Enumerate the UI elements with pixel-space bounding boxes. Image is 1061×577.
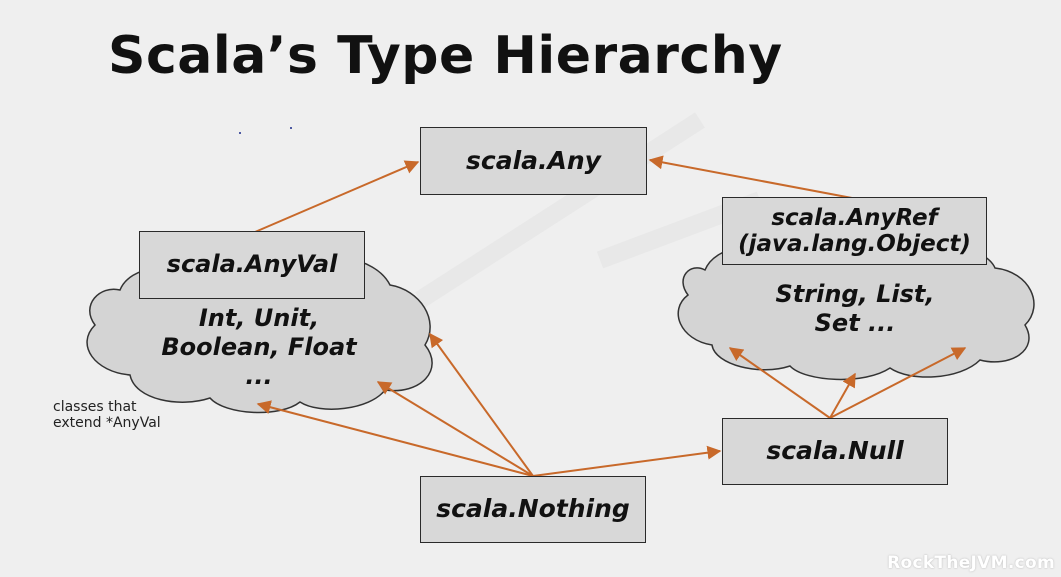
arrow-anyref-to-any — [648, 155, 853, 199]
node-scala-anyval: scala.AnyVal — [139, 231, 365, 299]
node-scala-null: scala.Null — [722, 418, 948, 485]
arrow-nothing-to-anyval-2 — [376, 381, 534, 477]
anyref-cloud-line: Set ... — [814, 308, 896, 337]
anyval-cloud-line: ... — [245, 361, 273, 390]
node-scala-anyref-label: scala.AnyRef — [771, 204, 938, 231]
arrow-null-to-anyref-3 — [829, 347, 967, 419]
anyref-cloud-text: String, List, Set ... — [740, 280, 970, 338]
arrows — [254, 155, 967, 477]
anyval-cloud-line: Boolean, Float — [161, 332, 357, 361]
anyval-note-line: classes that — [53, 399, 137, 415]
node-scala-any-label: scala.Any — [466, 145, 601, 175]
arrow-nothing-to-anyval-1 — [256, 400, 534, 477]
anyval-cloud-line: Int, Unit, — [198, 304, 320, 332]
watermark: RockTheJVM.com — [887, 553, 1055, 573]
arrow-null-to-anyref-1 — [728, 347, 831, 419]
arrow-nothing-to-anyval-3 — [429, 332, 534, 477]
node-scala-anyref: scala.AnyRef (java.lang.Object) — [722, 197, 987, 265]
arrow-nothing-to-null — [532, 445, 722, 477]
node-scala-nothing-label: scala.Nothing — [436, 494, 630, 524]
node-scala-nothing: scala.Nothing — [420, 476, 646, 543]
anyval-cloud-text: Int, Unit, Boolean, Float ... — [130, 304, 388, 390]
anyref-cloud-line: String, List, — [775, 280, 935, 308]
node-scala-any: scala.Any — [420, 127, 647, 195]
node-scala-null-label: scala.Null — [766, 436, 904, 466]
arrow-anyval-to-any — [254, 160, 420, 233]
speck — [290, 127, 292, 129]
page-title: Scala’s Type Hierarchy — [108, 26, 783, 86]
node-scala-anyval-label: scala.AnyVal — [166, 250, 338, 279]
anyval-note: classes that extend *AnyVal — [53, 399, 223, 431]
arrow-null-to-anyref-2 — [829, 372, 856, 419]
node-scala-anyref-sublabel: (java.lang.Object) — [738, 231, 971, 257]
speck — [239, 132, 241, 134]
anyval-note-line: extend *AnyVal — [53, 415, 161, 432]
